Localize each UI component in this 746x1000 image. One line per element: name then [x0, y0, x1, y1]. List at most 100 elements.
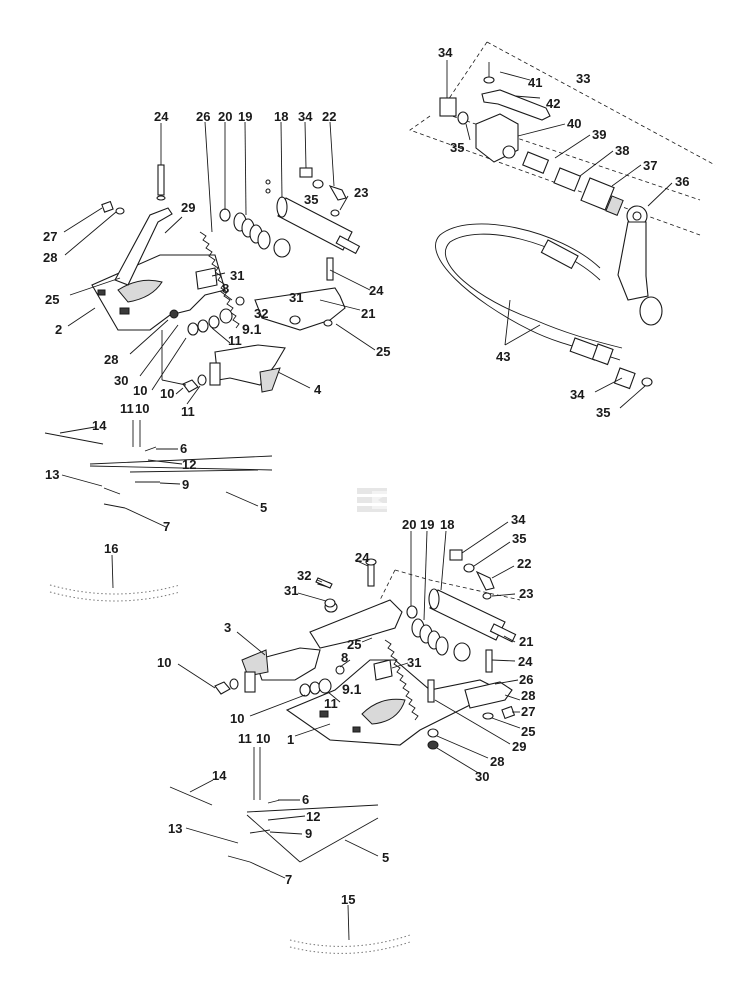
ring-seal [273, 238, 291, 258]
connectors-37-39 [522, 151, 624, 216]
bracket-arm-b [464, 681, 513, 709]
callout: 31 [289, 290, 303, 305]
screw-27 [101, 200, 125, 215]
callout: 11 [324, 696, 338, 711]
callout: 4 [314, 382, 322, 397]
scale-15 [289, 934, 411, 947]
callout: 29 [512, 739, 526, 754]
callout: 7 [285, 872, 292, 887]
bracket-arm [114, 207, 173, 286]
plate-part-2 [91, 254, 226, 331]
callout: 10 [160, 386, 174, 401]
callout: 12 [306, 809, 320, 824]
callout: 10 [135, 401, 149, 416]
rods-lower [44, 420, 273, 509]
nut-28 [169, 309, 179, 319]
callout: 16 [104, 541, 118, 556]
callout: 9 [305, 826, 312, 841]
nut-28b [427, 728, 439, 738]
bolt-24 [156, 127, 166, 201]
callout: 27 [43, 229, 57, 244]
lower-callouts: 20 19 18 34 35 22 24 32 31 23 3 25 21 8 … [157, 512, 535, 907]
callout: 26 [196, 109, 210, 124]
callout: 25 [376, 344, 390, 359]
callout: 28 [521, 688, 535, 703]
callout: 11 [181, 404, 195, 419]
pin-24b [326, 257, 334, 281]
callout: 9 [182, 477, 189, 492]
callout: 27 [521, 704, 535, 719]
nut-30 [427, 740, 439, 750]
callout: 34 [511, 512, 526, 527]
callout: 11 [120, 401, 134, 416]
washers-9-1-lower [299, 665, 345, 697]
callout: 24 [369, 283, 384, 298]
callout: 18 [274, 109, 288, 124]
callout: 21 [519, 634, 533, 649]
callout: 8 [222, 281, 229, 296]
callout: 25 [521, 724, 535, 739]
callout: 25 [45, 292, 59, 307]
upper-left-callouts: 24 26 20 19 18 34 22 23 35 27 29 28 25 2… [43, 109, 390, 556]
upper-right-hydraulic-assembly [409, 41, 716, 390]
pin-24c [485, 649, 493, 673]
callout: 41 [528, 75, 542, 90]
callout: 38 [615, 143, 629, 158]
rods-lower-b [169, 747, 379, 863]
callout: 10 [256, 731, 270, 746]
handle-36 [617, 205, 663, 326]
callout: 20 [218, 109, 232, 124]
block-31b [373, 659, 393, 681]
callout: 9.1 [342, 681, 362, 697]
callout: 34 [570, 387, 585, 402]
callout: 26 [519, 672, 533, 687]
callout: 13 [45, 467, 59, 482]
callout: 24 [154, 109, 169, 124]
callout: 19 [238, 109, 252, 124]
callout: 1 [287, 732, 294, 747]
washers-9-1 [187, 296, 245, 336]
callout: 2 [55, 322, 62, 337]
callout: 24 [355, 550, 370, 565]
callout: 10 [133, 383, 147, 398]
washer-20 [219, 208, 231, 222]
callout: 15 [341, 892, 355, 907]
callout: 5 [260, 500, 267, 515]
fork-lever-3 [254, 647, 321, 681]
callout: 11 [228, 333, 242, 348]
lever-bar-21b [309, 599, 403, 649]
callout: 29 [181, 200, 195, 215]
callout: 30 [475, 769, 489, 784]
cylinder-18 [265, 179, 361, 255]
callout: 11 [238, 731, 252, 746]
fitting-34-35-22 [299, 167, 347, 217]
callout: 31 [230, 268, 244, 283]
callout: 28 [490, 754, 504, 769]
fitting-34 [439, 97, 457, 117]
bolt-29 [427, 679, 435, 703]
callout: 35 [596, 405, 610, 420]
callout: 31 [284, 583, 298, 598]
callout: 23 [354, 185, 368, 200]
fitting-34b [613, 367, 636, 390]
callout: 24 [518, 654, 533, 669]
callout: 21 [361, 306, 375, 321]
callout: 30 [114, 373, 128, 388]
nut-10 [214, 681, 231, 695]
upper-left-assembly [44, 127, 361, 602]
callout: 19 [420, 517, 434, 532]
scale-16 [49, 584, 181, 595]
callout: 12 [182, 457, 196, 472]
pin-32 [315, 577, 333, 589]
callout: 34 [298, 109, 313, 124]
callout: 42 [546, 96, 560, 111]
callout: 28 [104, 352, 118, 367]
callout: 6 [180, 441, 187, 456]
spring-26b [384, 639, 419, 721]
nut-10-11 [182, 374, 207, 393]
callout: 22 [517, 556, 531, 571]
callout: 6 [302, 792, 309, 807]
callout: 40 [567, 116, 581, 131]
